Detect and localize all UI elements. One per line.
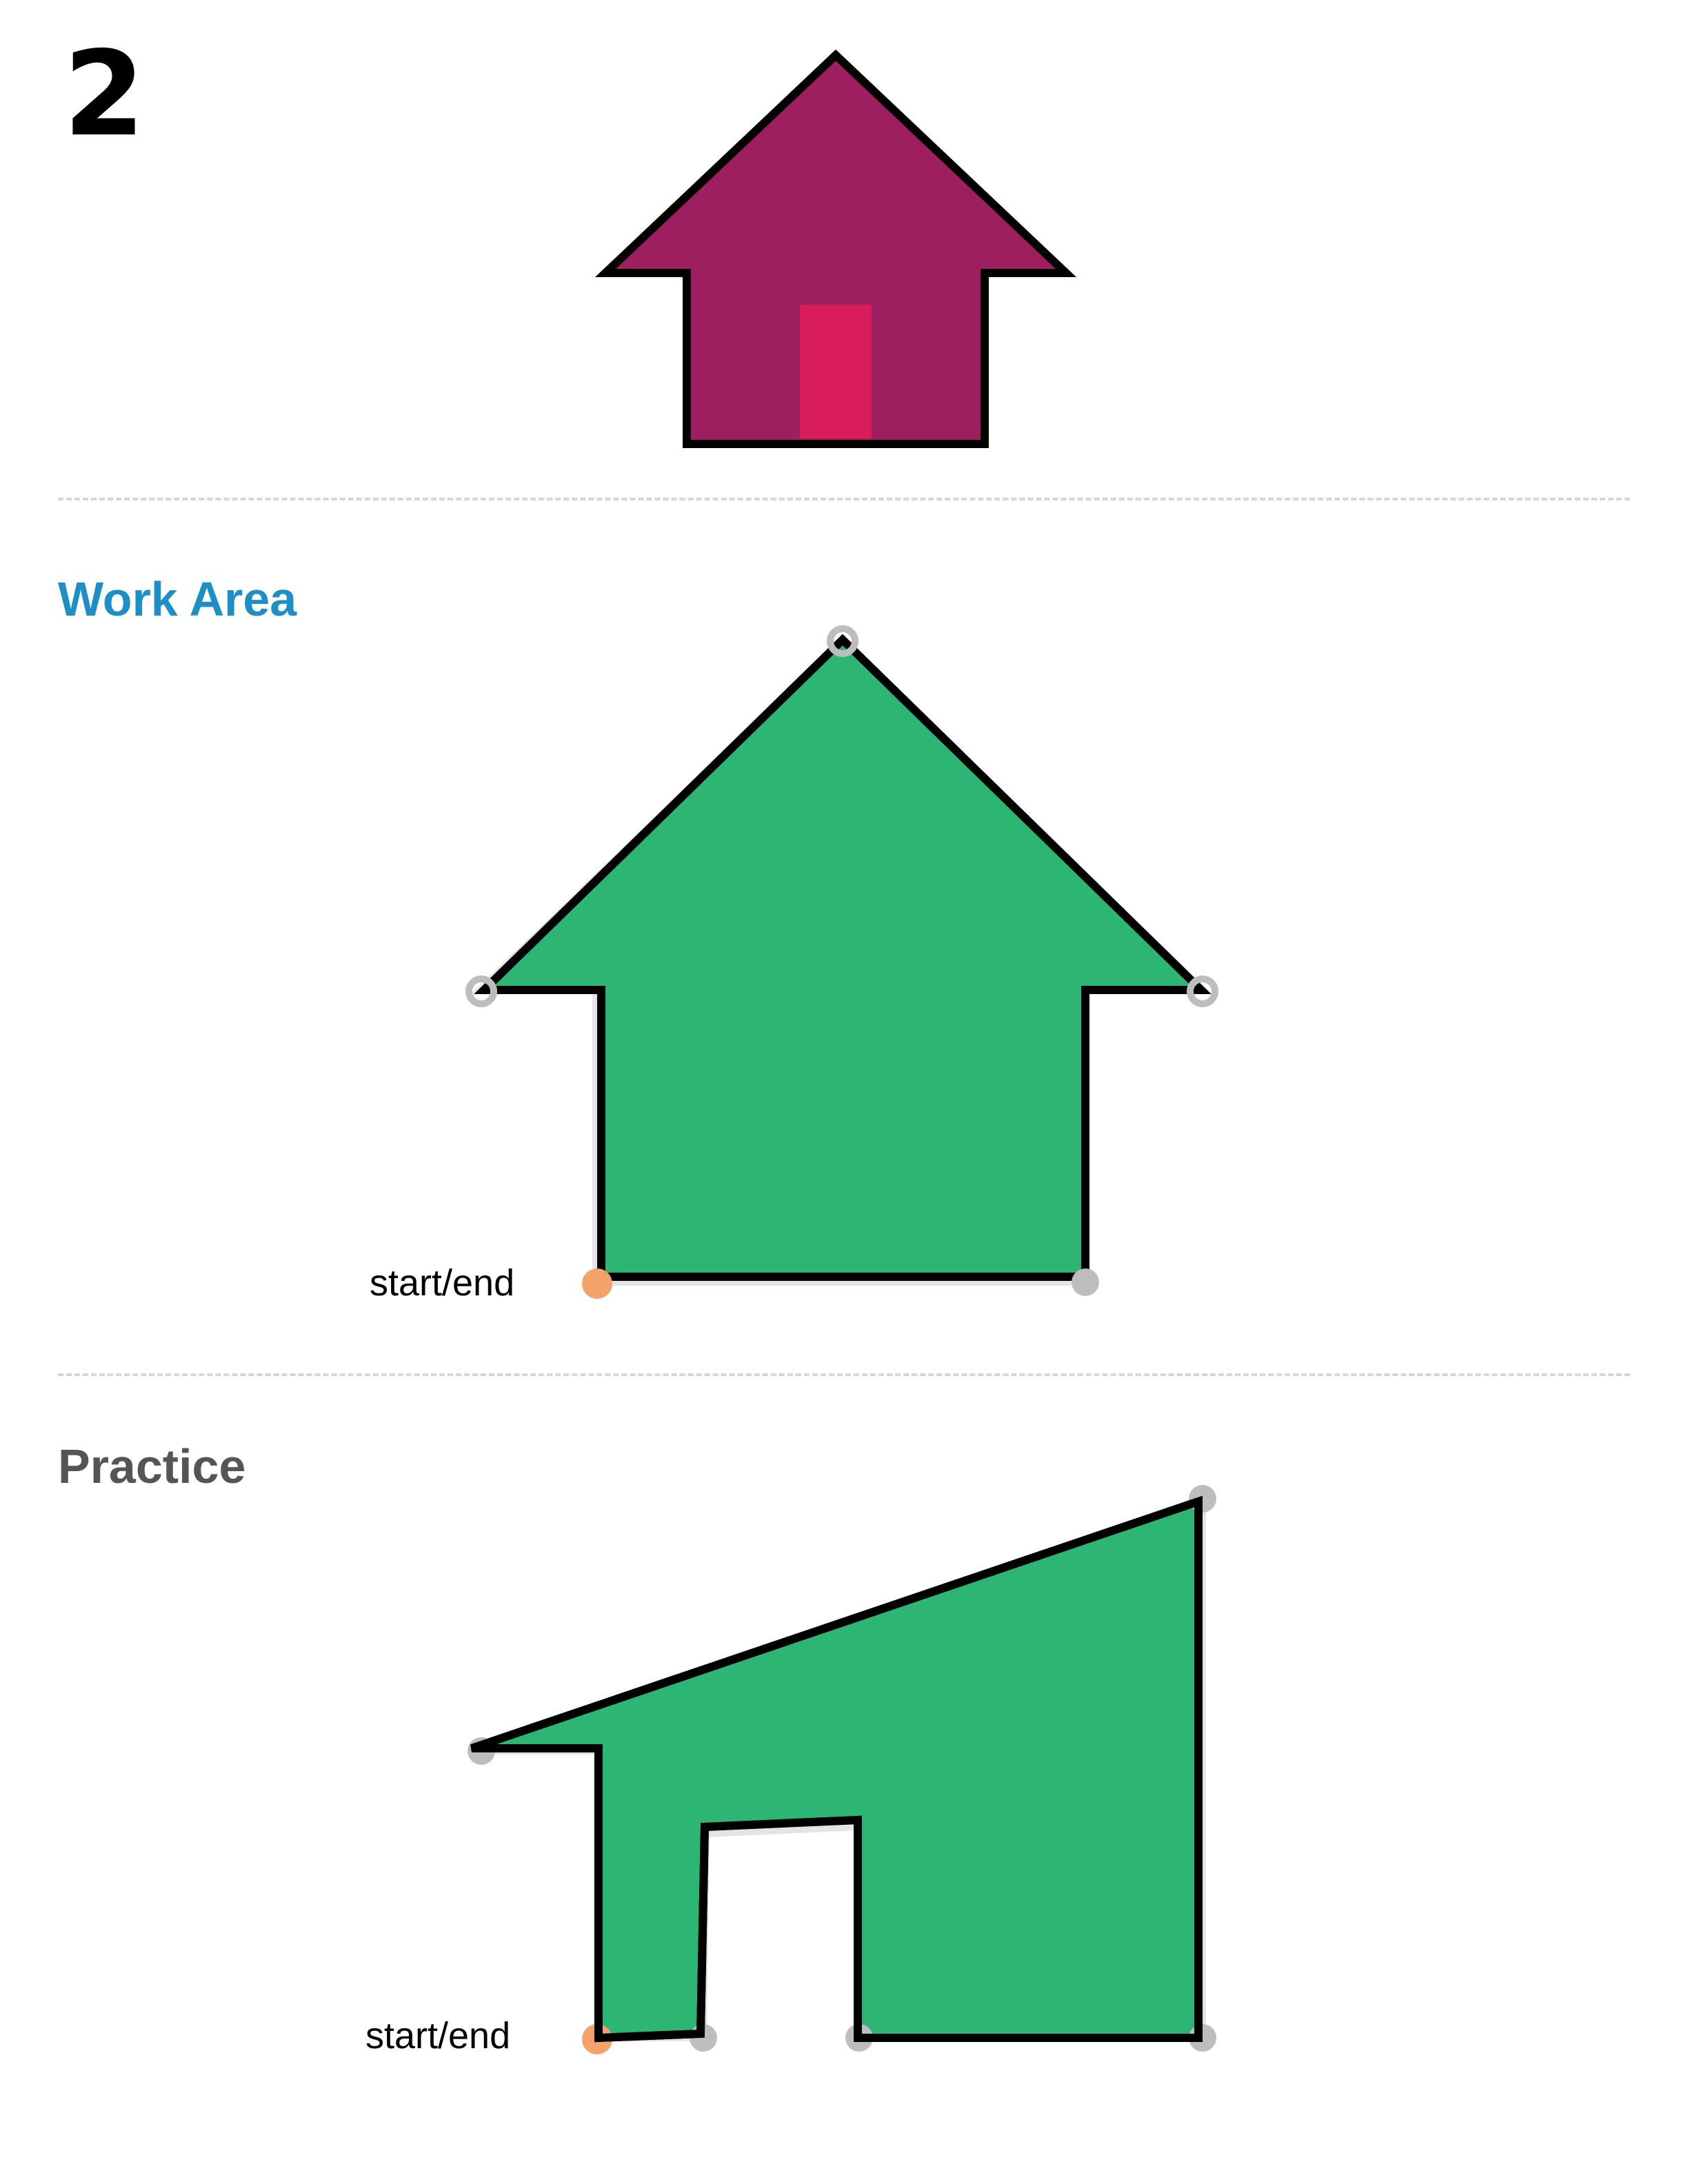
example-house-door: [800, 305, 872, 438]
practice-shape-outline: [470, 1495, 1203, 2043]
practice-heading: Practice: [58, 1439, 246, 1493]
anchor-point[interactable]: [1072, 1268, 1099, 1296]
start-end-label: start/end: [365, 2015, 511, 2056]
work-area-house-shape[interactable]: [474, 634, 1212, 1281]
example-house-body: [594, 49, 1077, 448]
section-divider: [58, 1373, 1630, 1376]
start-point[interactable]: [582, 1268, 612, 1299]
anchor-point[interactable]: [827, 625, 858, 657]
step-number: 2: [63, 26, 145, 163]
anchor-point[interactable]: [465, 975, 497, 1007]
practice-shape[interactable]: [470, 1495, 1203, 2043]
anchor-point[interactable]: [1187, 975, 1218, 1007]
section-divider: [58, 498, 1630, 501]
work-area-heading: Work Area: [58, 572, 297, 626]
start-end-label: start/end: [370, 1262, 515, 1304]
